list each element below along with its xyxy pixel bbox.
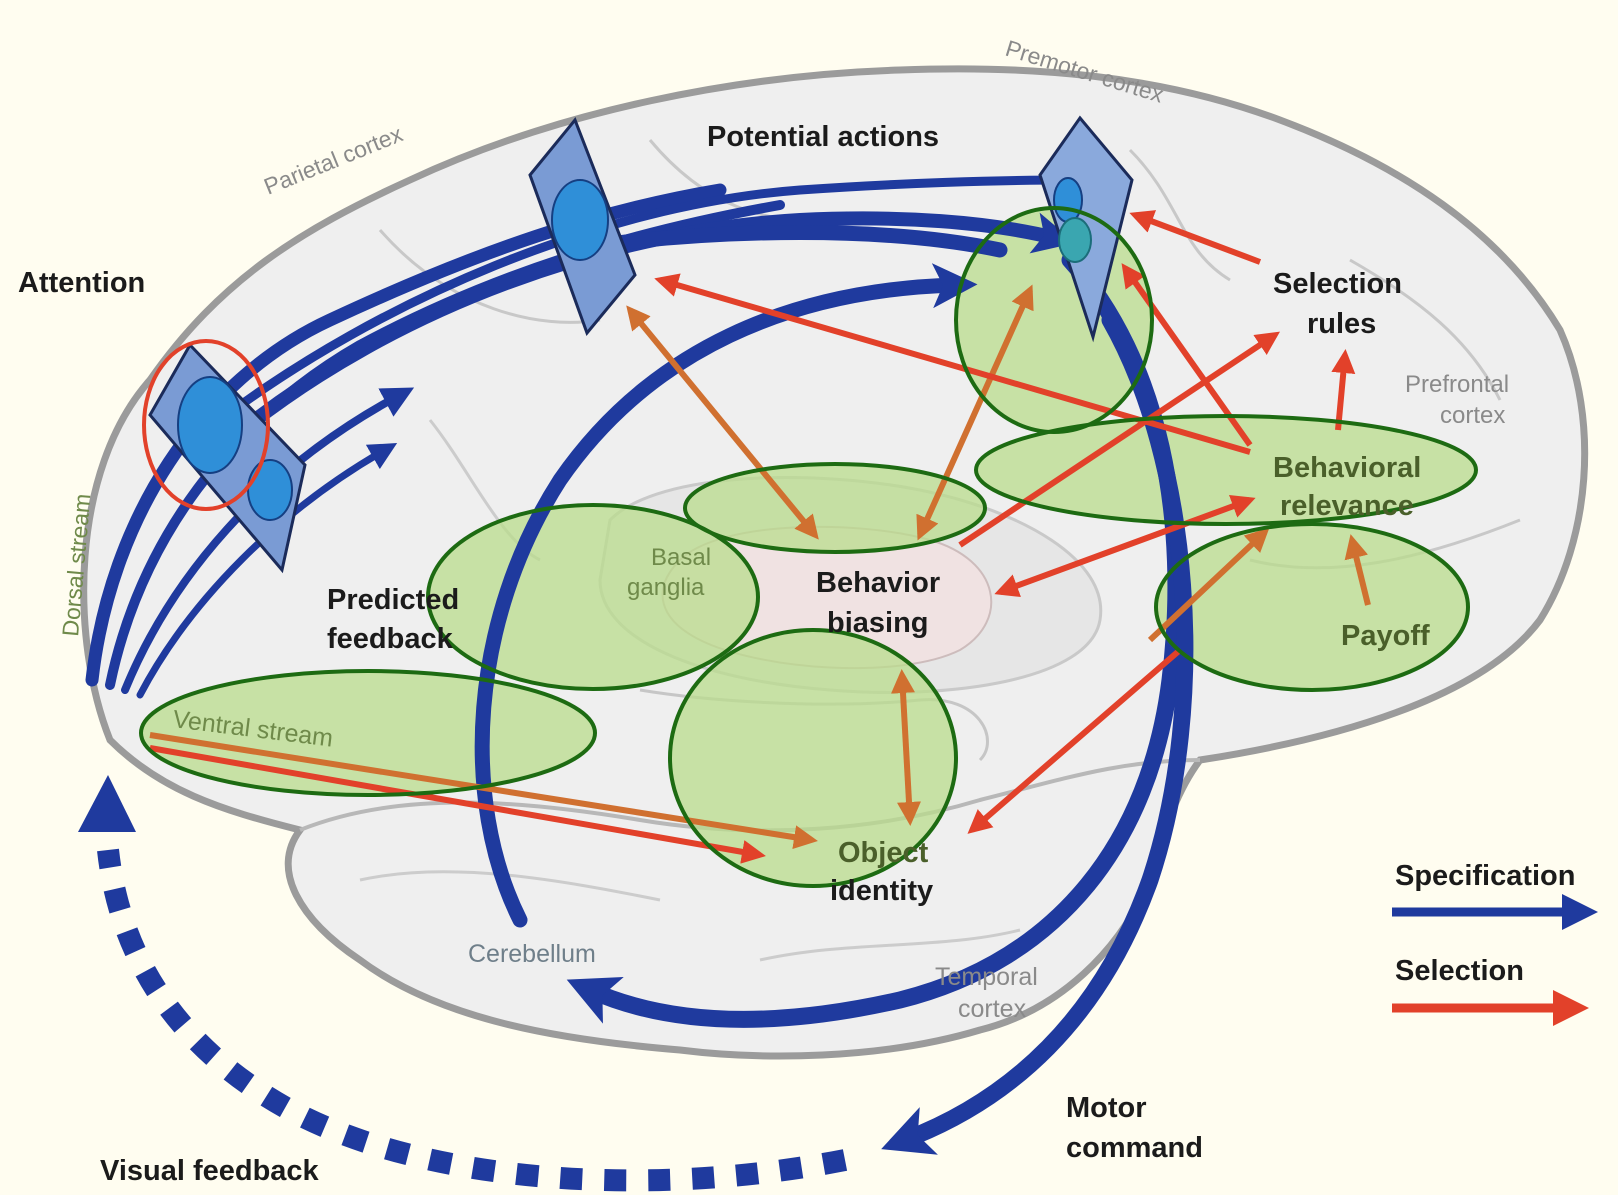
- label-behavior-biasing-line2: biasing: [827, 607, 929, 639]
- highlight-outlines: [139, 206, 1478, 888]
- highlight-basal-ganglia: [426, 503, 760, 691]
- label-predicted-feedback-line1: Predicted: [327, 584, 459, 616]
- label-prefrontal-cortex-line1: Prefrontal: [1405, 371, 1509, 398]
- action-map-planes: [142, 115, 1134, 574]
- label-basal-ganglia-line2: ganglia: [627, 574, 705, 601]
- label-attention: Attention: [18, 267, 145, 299]
- highlight-behavioral-relevance: [974, 414, 1478, 526]
- label-payoff: Payoff: [1341, 620, 1430, 652]
- label-selection-rules-line1: Selection: [1273, 268, 1402, 300]
- label-selection-rules-line2: rules: [1307, 308, 1376, 340]
- label-basal-ganglia-line1: Basal: [651, 544, 711, 571]
- label-motor-command-line1: Motor: [1066, 1092, 1147, 1124]
- highlight-behavior-biasing: [683, 462, 987, 554]
- label-behavioral-relevance-line2: relevance: [1280, 490, 1414, 522]
- highlight-payoff: [1154, 522, 1470, 692]
- highlight-ventral-stream: [139, 669, 597, 797]
- label-cerebellum: Cerebellum: [468, 940, 596, 968]
- highlight-object-identity: [668, 628, 958, 888]
- label-potential-actions: Potential actions: [707, 121, 939, 153]
- label-parietal-cortex: Parietal cortex: [260, 120, 407, 199]
- label-object-identity-line2: identity: [830, 875, 933, 907]
- legend-selection-label: Selection: [1395, 955, 1524, 987]
- selection-arrows: [149, 210, 1371, 864]
- label-object-identity-line1: Object: [838, 837, 929, 869]
- label-prefrontal-cortex-line2: cortex: [1440, 402, 1505, 429]
- visual-feedback-arrow: [78, 775, 848, 1192]
- label-temporal-cortex-line2: cortex: [958, 995, 1027, 1023]
- legend-specification-label: Specification: [1395, 860, 1576, 892]
- legend: Specification Selection: [1392, 860, 1598, 1026]
- label-temporal-cortex-line1: Temporal: [935, 963, 1038, 991]
- label-visual-feedback: Visual feedback: [100, 1155, 320, 1187]
- label-behavior-biasing-line1: Behavior: [816, 567, 940, 599]
- label-predicted-feedback-line2: feedback: [327, 623, 454, 655]
- label-behavioral-relevance-line1: Behavioral: [1273, 452, 1421, 484]
- label-motor-command-line2: command: [1066, 1132, 1203, 1164]
